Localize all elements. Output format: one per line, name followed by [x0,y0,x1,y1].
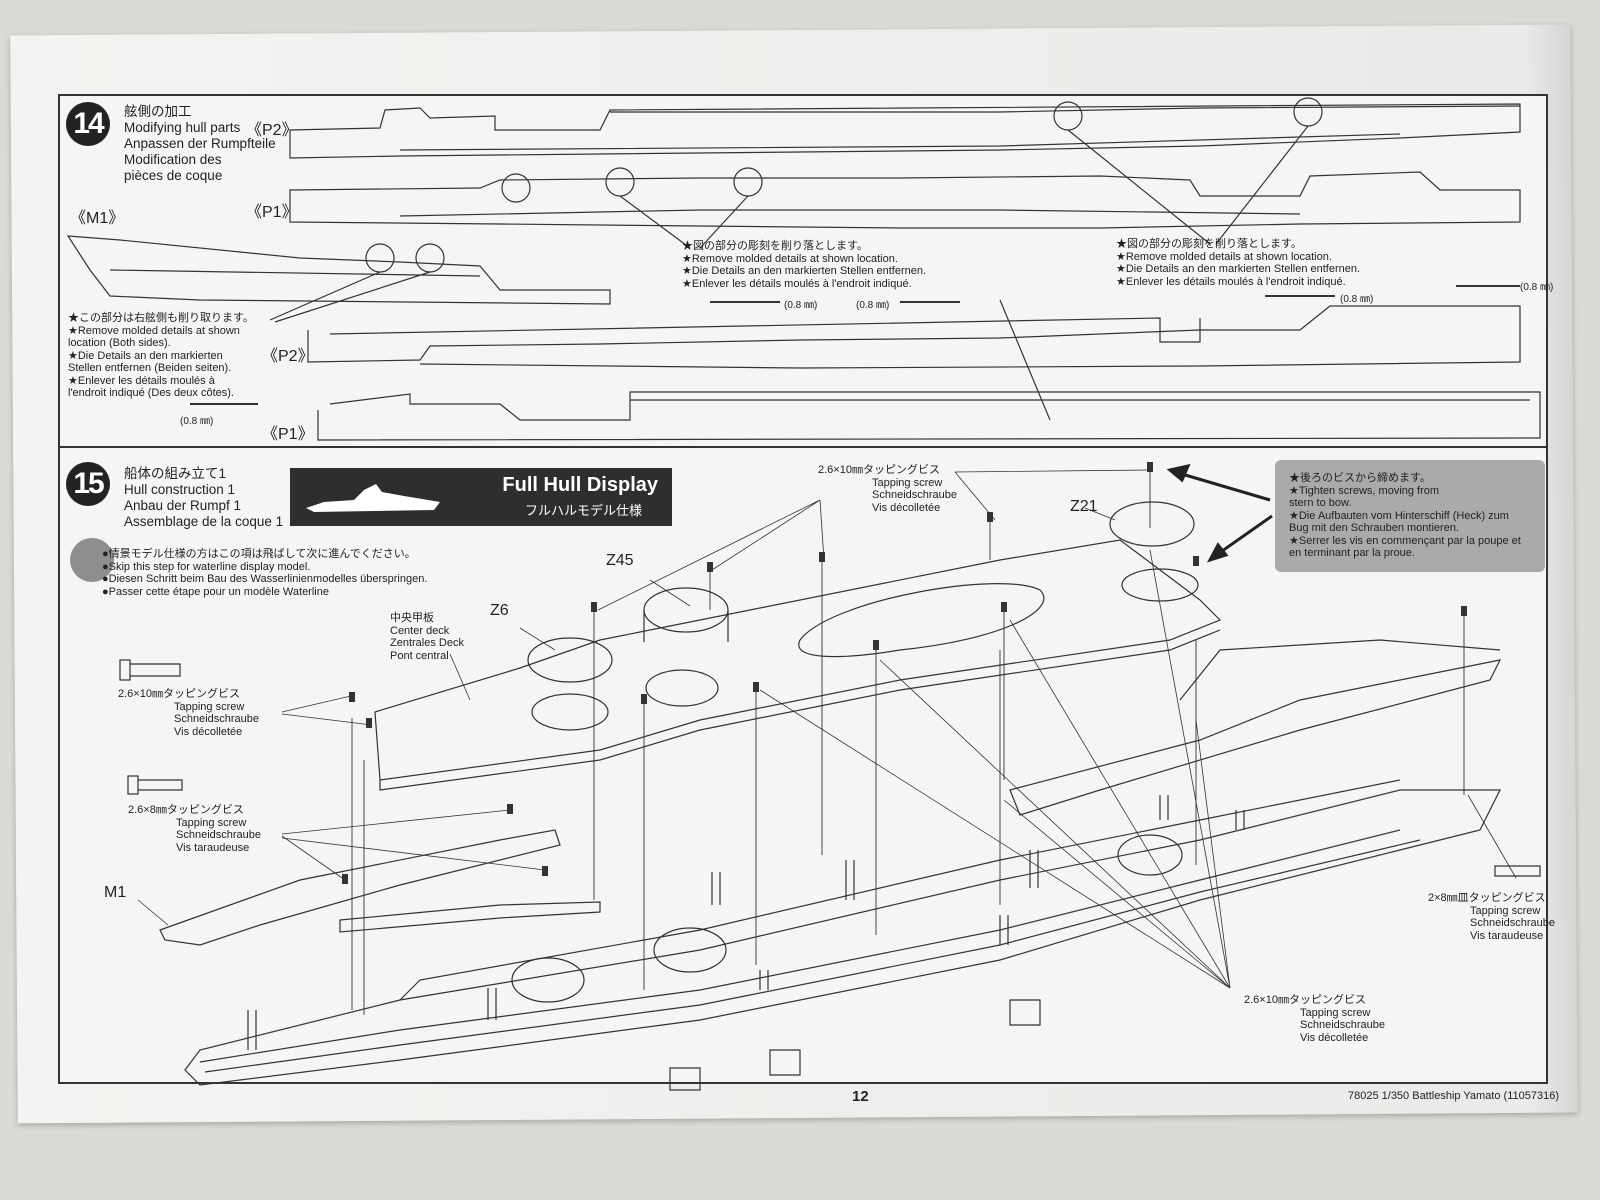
dim-label-5: (0.8 ㎜) [180,416,214,427]
product-code: 78025 1/350 Battleship Yamato (11057316) [1348,1090,1559,1102]
part-label-z21: Z21 [1070,498,1098,515]
page-number: 12 [852,1088,869,1105]
title-en: Modifying hull parts [124,120,241,135]
note-remove-right: ★図の部分の彫刻を削り落とします。 ★Remove molded details… [1116,238,1361,288]
title-fr-2: pièces de coque [124,168,223,183]
title-de: Anpassen der Rumpfteile [124,136,276,151]
part-label-p1-top: 《P1》 [246,204,298,221]
screw-label-top: 2.6×10㎜タッピングビス Tapping screw Schneidschr… [818,464,958,514]
part-label-p2-bottom: 《P2》 [262,348,314,365]
note-remove-both-sides: ★この部分は右舷側も削り取ります。 ★Remove molded details… [68,312,254,399]
banner-title: Full Hull Display [502,474,658,496]
tighten-order-note: ★後ろのビスから締めます。 ★Tighten screws, moving fr… [1275,460,1545,572]
step-14-number: 14 [66,102,110,146]
screw-label-b: 2.6×8㎜タッピングビス Tapping screw Schneidschra… [128,804,262,854]
part-label-p2-top: 《P2》 [246,122,298,139]
title-fr-1: Modification des [124,152,222,167]
part-label-m1: 《M1》 [70,210,125,227]
full-hull-banner: Full Hull Display フルハルモデル仕様 [290,468,672,526]
part-label-m1: M1 [104,884,127,901]
step-14-panel [58,94,1548,448]
dim-label-1: (0.8 ㎜) [784,300,818,311]
title-fr: Assemblage de la coque 1 [124,514,284,529]
banner-subtitle: フルハルモデル仕様 [524,503,642,518]
title-jp: 船体の組み立て1 [124,466,227,481]
screw-label-bottom: 2.6×10㎜タッピングビス Tapping screw Schneidschr… [1244,994,1386,1044]
dim-label-2: (0.8 ㎜) [856,300,890,311]
title-jp: 舷側の加工 [124,104,192,119]
title-de: Anbau der Rumpf 1 [124,498,242,513]
screw-label-right: 2×8㎜皿タッピングビス Tapping screw Schneidschrau… [1428,892,1556,942]
skip-badge-icon [70,538,114,582]
dim-label-3: (0.8 ㎜) [1340,294,1374,305]
dim-label-4: (0.8 ㎜) [1520,282,1554,293]
ship-silhouette-icon [306,484,440,512]
note-remove-center: ★図の部分の彫刻を削り落とします。 ★Remove molded details… [682,240,927,290]
part-label-p1-bottom: 《P1》 [262,426,314,443]
part-label-z6: Z6 [490,602,509,619]
step-15-number: 15 [66,462,110,506]
screw-label-a: 2.6×10㎜タッピングビス Tapping screw Schneidschr… [118,688,260,738]
step-14-title: 舷側の加工 Modifying hull parts Anpassen der … [124,104,276,184]
part-label-z45: Z45 [606,552,634,569]
center-deck-label: 中央甲板 Center deck Zentrales Deck Pont cen… [390,612,464,662]
step-15-title: 船体の組み立て1 Hull construction 1 Anbau der R… [124,466,283,530]
title-en: Hull construction 1 [124,482,236,497]
skip-note: ●情景モデル仕様の方はこの項は飛ばして次に進んでください。 ●Skip this… [102,548,428,598]
